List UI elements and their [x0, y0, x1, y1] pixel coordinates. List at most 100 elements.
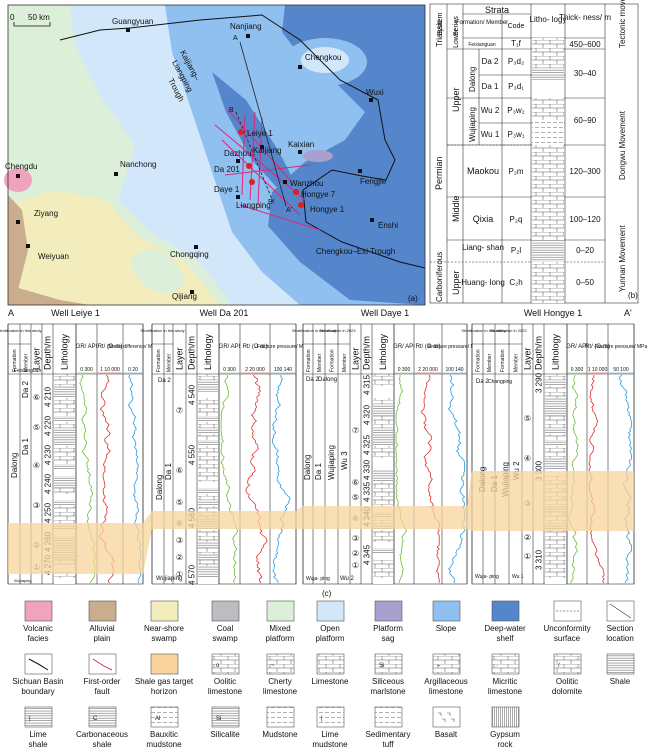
system-permian: Permian — [434, 156, 444, 190]
unit-label: Dalong — [155, 475, 164, 500]
lithology-interval — [545, 566, 566, 572]
lithology-mark-icon: Si — [379, 663, 384, 669]
log-scale: 1 10 000 — [100, 367, 120, 373]
layer-number: ⑥ — [176, 466, 183, 475]
well-marker — [249, 179, 255, 185]
log-scale: 1 10 000 — [588, 367, 608, 373]
formation-dalong: Dalong — [468, 67, 477, 92]
lithology-interval — [54, 578, 75, 584]
stratification-header: Stratification in 2023 — [490, 328, 527, 333]
code-label: C₂h — [509, 278, 522, 287]
lithology-interval — [373, 470, 393, 476]
lithology-fill — [532, 145, 564, 197]
lithology-interval — [373, 494, 393, 500]
well-frame — [151, 323, 297, 585]
series-upper: Upper — [451, 87, 461, 112]
well-label: Leiye 1 — [247, 129, 273, 138]
lithology-interval — [198, 410, 218, 416]
lithology-interval — [373, 530, 393, 536]
legend-swatch — [606, 653, 635, 675]
gr-curve — [220, 374, 239, 584]
layer-number: ⑤ — [524, 414, 531, 423]
lithology-interval — [373, 380, 393, 386]
header-tectonic: Tectonic movement — [618, 0, 627, 48]
log-header: Rt/ (Ω·m) — [243, 344, 268, 350]
well-title: Well Daye 1 — [361, 308, 409, 318]
legend-swatch — [374, 653, 403, 675]
lithology-interval — [545, 428, 566, 434]
depth-tick: 4 345 — [363, 544, 372, 565]
column-header: Lithology — [60, 333, 70, 370]
legend-item: Mudstone — [262, 706, 298, 739]
lithology-interval — [373, 440, 393, 446]
well-title: Well Leiye 1 — [51, 308, 100, 318]
city-label: Weiyuan — [38, 252, 69, 261]
log-header: Rt/ (Ω·m) — [98, 344, 123, 350]
city-label: Enshi — [378, 221, 398, 230]
shale-gas-target-band — [8, 471, 634, 574]
city-marker — [190, 290, 194, 294]
legend-swatch — [432, 600, 461, 622]
lithology-interval — [545, 398, 566, 404]
lithology-interval — [373, 422, 393, 428]
system-triassic: Triassic — [435, 20, 444, 47]
layer-number: ② — [352, 549, 359, 558]
scale-bar: 0 50 km — [10, 13, 51, 27]
legend-item: Shale — [606, 653, 635, 686]
layer-number: ⑤ — [352, 493, 359, 502]
column-header: Member — [24, 353, 30, 372]
lithology-interval — [545, 530, 566, 536]
unit-label: Wu 2 — [340, 576, 355, 582]
lithology-fill — [532, 262, 564, 303]
lithology-interval — [545, 572, 566, 578]
lithology-interval — [198, 464, 218, 470]
city-marker — [16, 220, 20, 224]
column-header: Layer — [523, 347, 533, 370]
lithology-fill — [532, 68, 564, 80]
lithology-fill — [532, 240, 564, 262]
log-scale: 0 300 — [80, 367, 93, 373]
lithology-mark-icon: Si — [216, 716, 221, 722]
section-start-label: A — [8, 308, 14, 318]
legend-label: Slope — [436, 624, 457, 633]
legend-swatch — [316, 706, 345, 728]
column-header: Formation — [500, 349, 506, 372]
lithology-interval — [198, 494, 218, 500]
legend-swatch — [211, 600, 240, 622]
city-label: Kaijiang — [253, 146, 281, 155]
legend-swatch — [491, 653, 520, 675]
section-line-a — [239, 41, 287, 207]
unit-label: Wuja- ping — [475, 574, 499, 580]
lithology-fill — [532, 38, 564, 49]
city-marker — [298, 150, 302, 154]
depth-tick: 4 315 — [363, 374, 372, 395]
lithology-interval — [198, 404, 218, 410]
legend-label: Limestone — [312, 677, 349, 686]
lithology-interval — [54, 500, 75, 506]
log-scale: 100 140 — [274, 367, 292, 373]
unit-label: Wu 2 — [512, 461, 521, 480]
section-mark: B — [229, 107, 234, 114]
lithology-interval — [198, 374, 218, 380]
depth-tick: 4 220 — [44, 415, 53, 436]
header-strata: Strata — [485, 5, 509, 15]
code-label: T₁f — [511, 39, 522, 48]
layer-number: ③ — [352, 534, 359, 543]
city-label: Chengkou — [305, 53, 341, 62]
depth-tick: 4 230 — [44, 444, 53, 465]
lithology-interval — [54, 386, 75, 392]
panel-label-c: (c) — [322, 589, 332, 598]
stratification-header: Stratification in this study — [140, 328, 184, 333]
